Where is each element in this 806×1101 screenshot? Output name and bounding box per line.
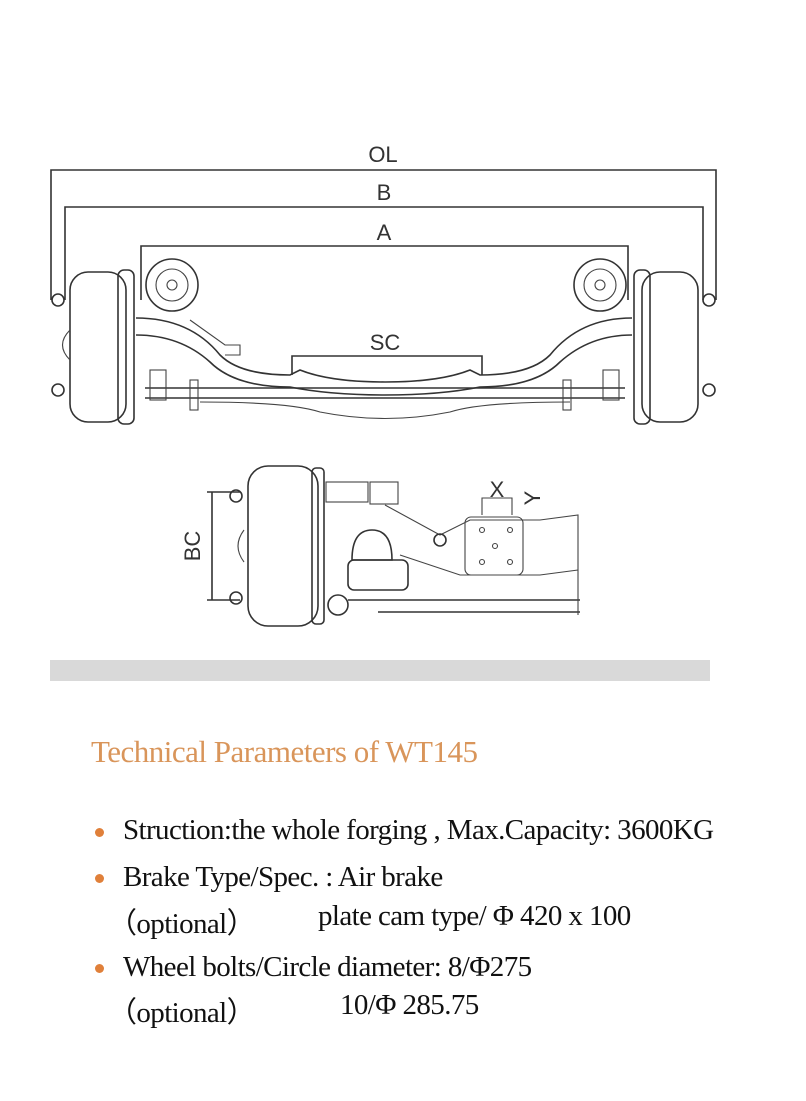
param-wheel-optional-label: （optional）: [108, 997, 256, 1029]
param-brake-optional-label: （optional）: [108, 908, 256, 940]
bullet-icon: [95, 874, 104, 883]
param-structure: Struction:the whole forging , Max.Capaci…: [123, 814, 714, 846]
svg-text:X: X: [490, 477, 505, 502]
left-brake-chamber: [145, 258, 199, 312]
param-brake-type: Brake Type/Spec. : Air brake: [123, 861, 443, 893]
bullet-icon: [95, 964, 104, 973]
axle-drawing: OL B A SC B: [50, 142, 717, 627]
param-wheel-optional-value: 10/Φ 285.75: [340, 989, 479, 1021]
bullet-icon: [95, 828, 104, 837]
axle-beam: [135, 317, 633, 420]
section-title: Technical Parameters of WT145: [91, 734, 478, 769]
dimension-sc: SC: [291, 330, 483, 375]
svg-text:SC: SC: [370, 330, 401, 355]
right-brake-drum: [633, 269, 716, 425]
divider-bar: [50, 660, 710, 681]
param-brake-optional-value: plate cam type/ Φ 420 x 100: [318, 900, 631, 932]
dimension-b: B: [64, 180, 704, 300]
svg-text:A: A: [377, 220, 392, 245]
right-brake-chamber: [573, 258, 627, 312]
svg-text:OL: OL: [368, 142, 397, 167]
dimension-ol: OL: [50, 142, 717, 300]
svg-text:B: B: [377, 180, 392, 205]
svg-text:BC: BC: [180, 531, 205, 562]
svg-text:Y: Y: [520, 490, 545, 505]
left-brake-drum: [51, 269, 135, 425]
side-view: BC X Y: [180, 465, 580, 627]
param-wheel-bolts: Wheel bolts/Circle diameter: 8/Φ275: [123, 951, 532, 983]
dimension-a: A: [140, 220, 629, 300]
